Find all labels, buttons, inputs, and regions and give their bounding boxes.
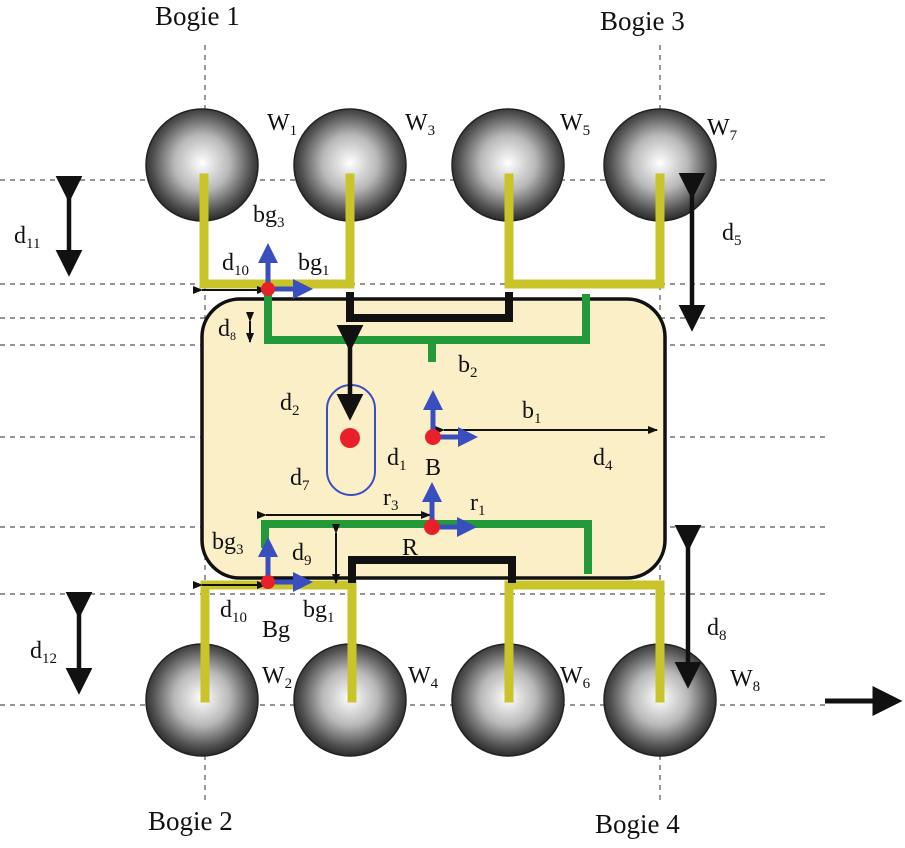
label-d8-left: d8	[218, 316, 236, 343]
bogie-frames	[199, 173, 665, 703]
label-point-Bg: Bg	[262, 617, 290, 643]
bolsters	[346, 292, 516, 583]
label-w7: W7	[707, 115, 738, 144]
bogie-frame-point-Bg	[261, 575, 275, 589]
label-b1: b1	[522, 398, 542, 427]
label-w1: W1	[267, 110, 297, 139]
label-d7: d7	[290, 465, 310, 494]
label-w5: W5	[560, 110, 590, 139]
label-b2: b2	[458, 352, 478, 381]
label-bg1-top: bg1	[298, 250, 330, 279]
bolster-bottom	[348, 556, 516, 583]
labels: Bogie 1 Bogie 2 Bogie 3 Bogie 4 W1 W3 W5…	[14, 1, 760, 839]
suspension-top	[264, 288, 590, 344]
label-w6: W6	[560, 663, 591, 692]
bogie-frame-top-right	[504, 173, 665, 289]
bolster-top	[346, 292, 513, 322]
label-r1: r1	[470, 490, 486, 519]
label-bogie-3: Bogie 3	[600, 6, 685, 36]
point-R	[424, 519, 440, 535]
label-d12: d12	[30, 638, 57, 667]
label-d11: d11	[14, 223, 40, 252]
label-w4: W4	[408, 663, 439, 692]
label-d4: d4	[593, 445, 613, 474]
dimension-arrows	[55, 172, 706, 695]
bogie-frame-bottom-left	[200, 580, 357, 703]
label-bogie-2: Bogie 2	[148, 806, 233, 836]
label-w3: W3	[405, 110, 435, 139]
label-bogie-1: Bogie 1	[155, 1, 240, 31]
label-d2: d2	[280, 390, 300, 419]
label-w2: W2	[262, 663, 292, 692]
carbody-point-B	[425, 429, 441, 445]
reference-points	[261, 282, 441, 589]
label-point-B: B	[425, 455, 441, 481]
label-d1: d1	[387, 445, 407, 474]
passenger-point	[340, 428, 360, 448]
label-bogie-4: Bogie 4	[595, 809, 680, 839]
label-d8-right: d8	[707, 615, 727, 644]
label-d10-top: d10	[222, 250, 249, 279]
label-bg3-bottom: bg3	[212, 529, 244, 558]
label-w8: W8	[730, 666, 760, 695]
label-d10-bottom: d10	[220, 597, 247, 626]
bogie-frame-bottom-right	[504, 580, 665, 703]
label-bg1-bottom: bg1	[303, 597, 335, 626]
label-point-R: R	[402, 535, 418, 561]
label-d9: d9	[292, 540, 312, 569]
label-d5: d5	[722, 220, 742, 249]
label-bg3-top: bg3	[253, 202, 285, 231]
thin-dimension-arrows	[193, 286, 658, 589]
label-r3: r3	[383, 485, 399, 514]
bogie-frame-point-top	[261, 282, 275, 296]
